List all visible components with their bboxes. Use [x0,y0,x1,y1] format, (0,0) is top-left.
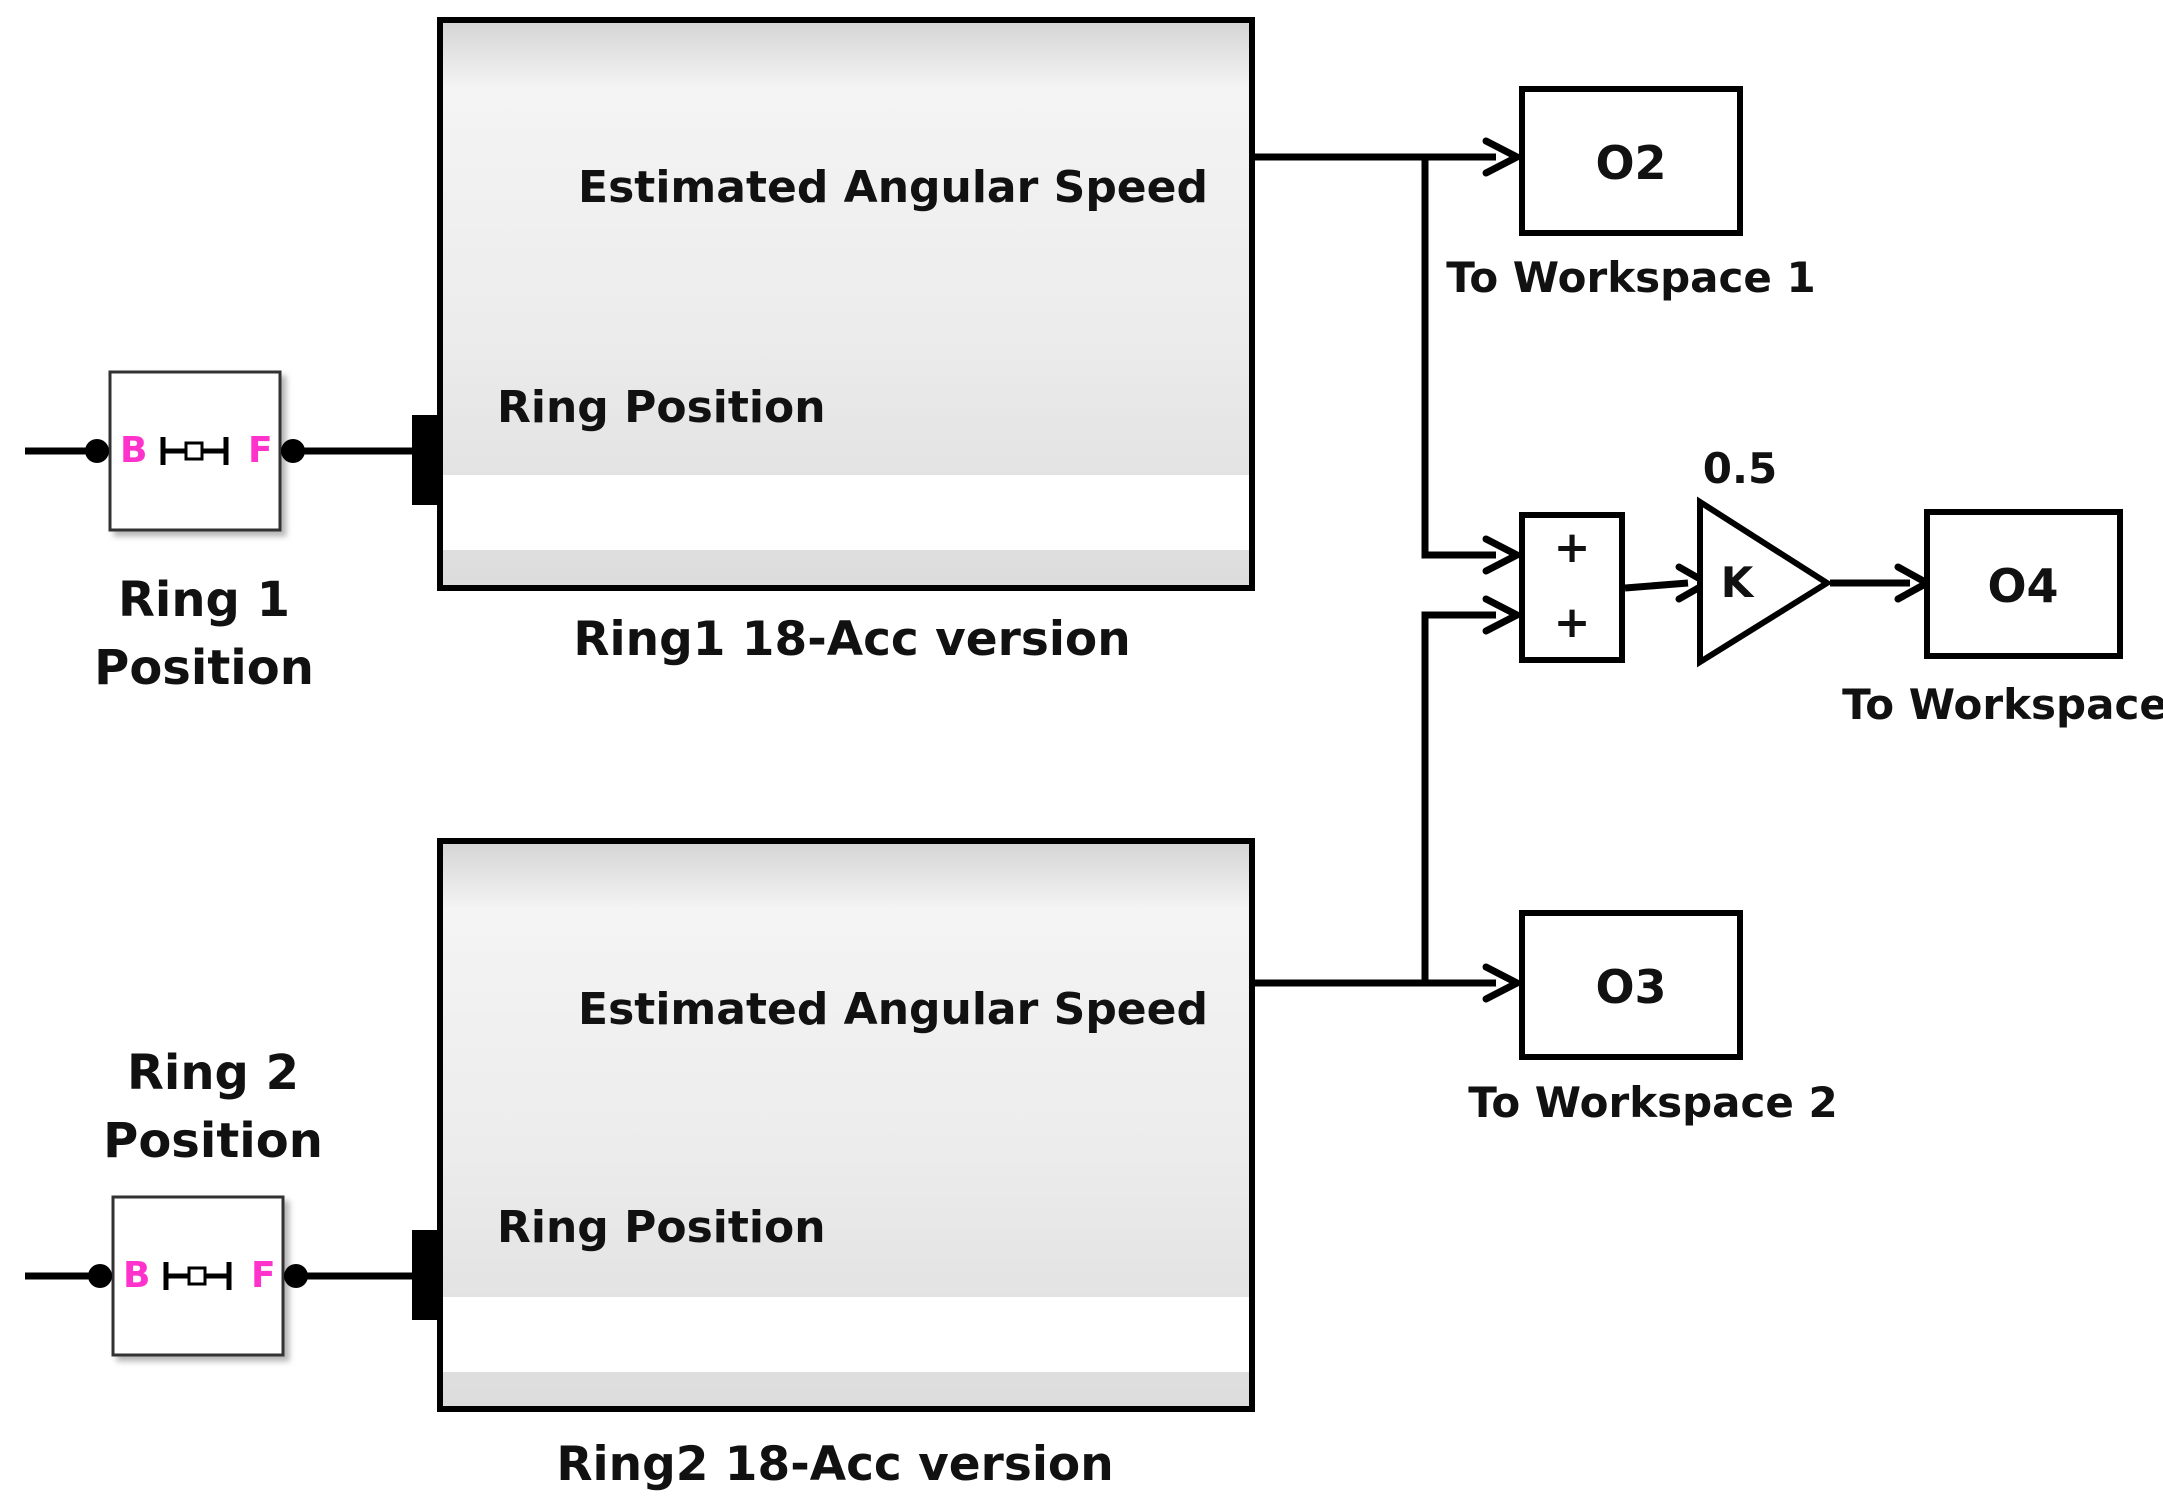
ring1-input-port[interactable] [412,415,442,505]
ring1-port-b-node [85,439,109,463]
ring1-input-port-label: Ring Position [497,382,826,433]
ring1-position-label-1: Ring 1 [117,572,291,628]
ring1-port-f-label: F [248,430,273,471]
workspace-variable: O4 [1987,559,2059,613]
sum-sign-bottom: + [1553,597,1591,648]
ring2-subsystem-name: Ring2 18-Acc version [556,1437,1114,1492]
ring2-subsystem[interactable] [437,838,1255,1412]
ring1-subsystem[interactable] [437,17,1255,591]
ring2-position-label-1: Ring 2 [126,1045,300,1101]
ring1-position-sensor[interactable] [108,370,282,532]
ring1-port-b-label: B [120,430,148,471]
gain-value: 0.5 [1702,444,1778,493]
ring2-port-b-node [88,1264,112,1288]
gain-symbol: K [1720,558,1754,607]
ring2-position-sensor[interactable] [111,1195,285,1357]
ring1-output-port-label: Estimated Angular Speed [578,162,1208,213]
gain-block[interactable] [1697,496,1833,668]
signal-wires [1252,153,1910,987]
ring2-position-label-2: Position [103,1113,323,1169]
workspace2-variable: O3 [1595,960,1667,1014]
ring2-port-b-label: B [123,1255,151,1296]
workspace-name: To Workspace [1842,680,2163,729]
ring1-subsystem-name: Ring1 18-Acc version [573,612,1131,667]
workspace2-block[interactable] [1519,910,1743,1060]
ring2-output-port-label: Estimated Angular Speed [578,984,1208,1035]
workspace1-block[interactable] [1519,86,1743,236]
ring2-input-port[interactable] [412,1230,442,1320]
sum-block[interactable] [1519,512,1625,663]
ring2-port-f-label: F [251,1255,276,1296]
ring1-position-label-2: Position [94,640,314,696]
workspace1-variable: O2 [1595,136,1667,190]
workspace2-name: To Workspace 2 [1468,1078,1838,1127]
workspace-block[interactable] [1924,509,2123,659]
workspace1-name: To Workspace 1 [1446,253,1816,302]
ring2-input-port-label: Ring Position [497,1202,826,1253]
sum-sign-top: + [1553,522,1591,573]
